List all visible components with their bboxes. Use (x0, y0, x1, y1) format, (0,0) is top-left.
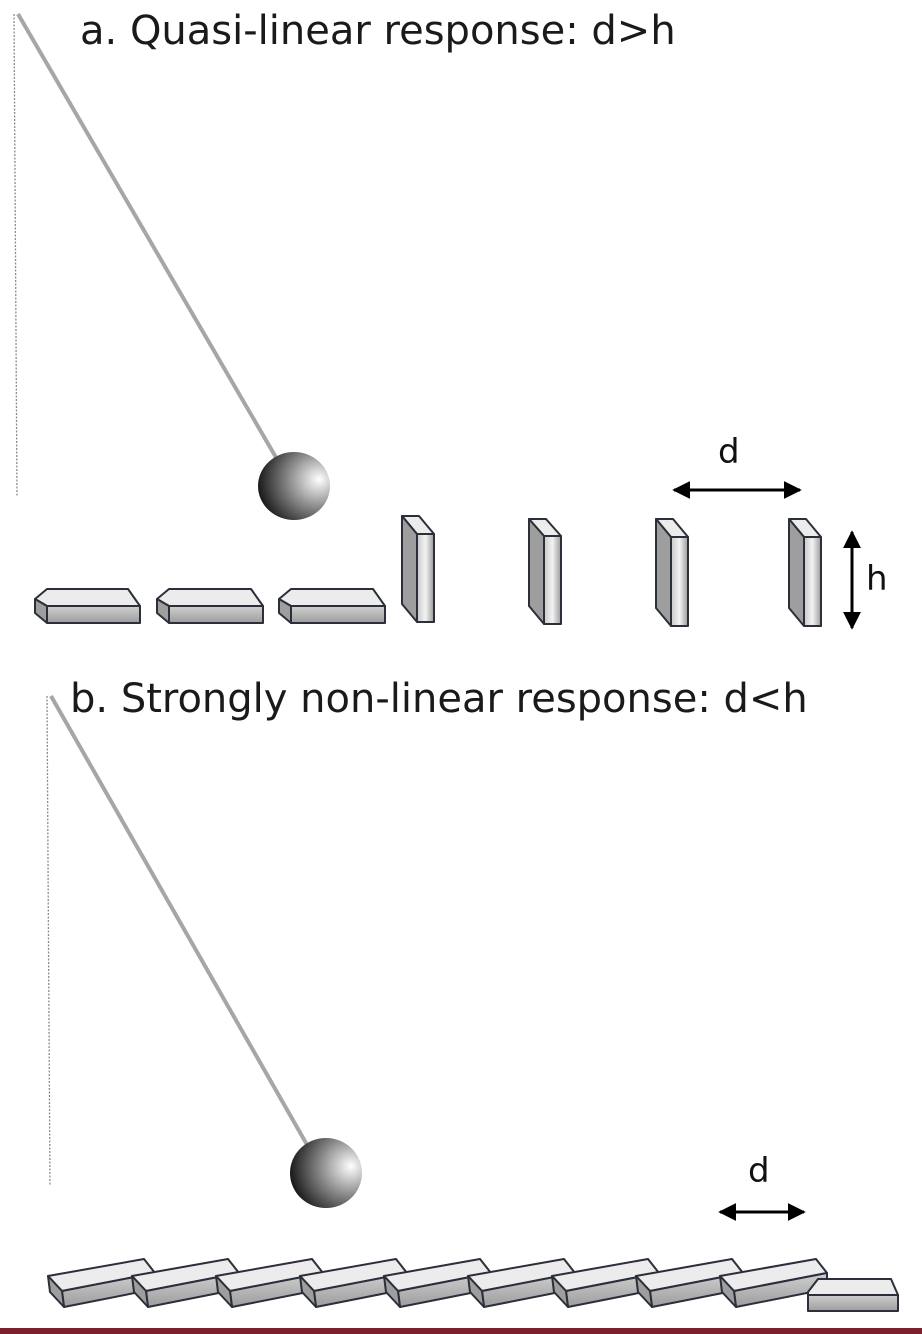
fallen-domino (156, 588, 264, 624)
footer-rule (0, 1328, 922, 1334)
panel-b: b. Strongly non-linear response: d<h d (46, 676, 899, 1312)
panel-a-title: a. Quasi-linear response: d>h (80, 8, 676, 54)
fallen-domino (278, 588, 386, 624)
pendulum-b-ball (290, 1138, 362, 1208)
panel-b-d-label: d (748, 1151, 770, 1191)
panel-a-d-label: d (718, 432, 740, 472)
standing-domino (528, 518, 562, 625)
panel-b-title: b. Strongly non-linear response: d<h (70, 676, 808, 722)
leaning-domino-row (47, 1258, 828, 1308)
standing-domino (655, 518, 689, 627)
fallen-domino (34, 588, 141, 624)
standing-domino (788, 518, 822, 627)
leaning-domino (719, 1258, 828, 1308)
pendulum-b-support (46, 695, 51, 1187)
pendulum-b-string (49, 695, 312, 1151)
last-domino (807, 1278, 899, 1312)
panel-a-h-label: h (866, 559, 888, 599)
pendulum-a-ball (258, 452, 330, 520)
pendulum-a-support (13, 13, 18, 497)
standing-domino (401, 515, 435, 623)
panel-a: a. Quasi-linear response: d>h (13, 8, 888, 630)
pendulum-a-string (16, 12, 283, 468)
